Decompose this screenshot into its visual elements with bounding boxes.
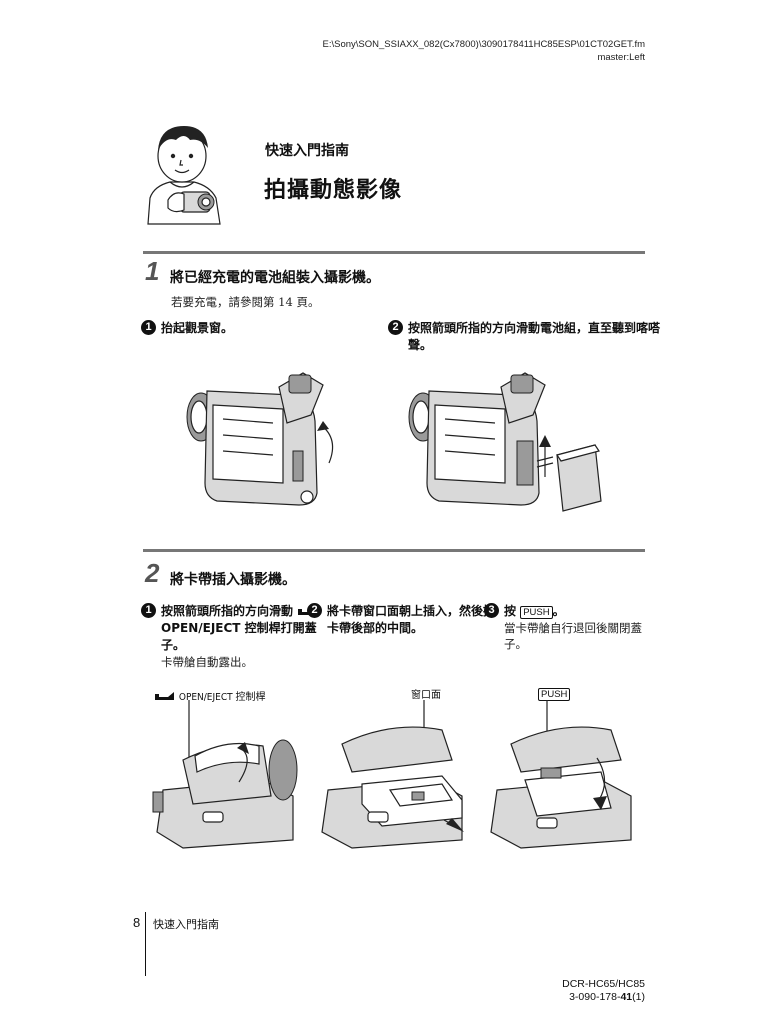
illustration-lift-viewfinder: [186, 372, 334, 506]
model-info: DCR-HC65/HC85 3-090-178-41(1): [562, 978, 645, 1004]
step-circle-number: 1: [141, 320, 156, 335]
instruction-2-1: 1 按照箭頭所指的方向滑動 OPEN/EJECT 控制桿打開蓋子。 卡帶艙自動露出…: [141, 603, 321, 670]
section-label: 快速入門指南: [265, 143, 349, 159]
push-label: PUSH: [538, 688, 571, 701]
step-title: 將卡帶插入攝影機。: [170, 572, 296, 588]
page-title: 拍攝動態影像: [264, 178, 403, 203]
section-divider: [143, 549, 645, 552]
step-circle-number: 2: [388, 320, 403, 335]
running-header: E:\Sony\SON_SSIAXX_082(Cx7800)\309017841…: [323, 38, 645, 64]
part-code-prefix: 3-090-178-: [569, 991, 621, 1003]
step-number: 1: [145, 256, 160, 286]
footer-section: 快速入門指南: [153, 918, 219, 931]
part-code: 3-090-178-41(1): [562, 991, 645, 1004]
push-button-symbol: PUSH: [520, 606, 553, 619]
illustration-insert-cassette: [321, 700, 464, 849]
mascot-illustration: [147, 126, 221, 225]
step-note: 若要充電，請參閱第 14 頁。: [171, 295, 320, 309]
instruction-text: 按: [504, 604, 517, 618]
instruction-text: 將卡帶窗口面朝上插入，然後推卡帶後部的中間。: [327, 604, 496, 635]
lever-label-text: OPEN/EJECT 控制桿: [178, 692, 266, 703]
push-button-symbol: PUSH: [538, 688, 571, 701]
instruction-text: OPEN/EJECT 控制桿打開蓋子。: [161, 621, 317, 652]
part-code-bold: 41: [620, 991, 633, 1003]
step-title: 將已經充電的電池組裝入攝影機。: [170, 270, 380, 286]
step-circle-number: 2: [307, 603, 322, 618]
step-number: 2: [145, 558, 160, 588]
model-name: DCR-HC65/HC85: [562, 978, 645, 990]
master-page: master:Left: [597, 52, 645, 63]
instruction-text: 抬起觀景窗。: [161, 321, 234, 335]
footer-divider: [145, 912, 146, 976]
part-code-suffix: (1): [632, 991, 645, 1003]
instruction-1-1: 1 抬起觀景窗。: [141, 320, 371, 337]
illustration-open-cassette-lid: [152, 700, 298, 849]
instruction-subtext: 卡帶艙自動露出。: [161, 655, 253, 669]
lever-icon: [155, 692, 174, 700]
instruction-text: 。: [552, 604, 565, 618]
instruction-2-2: 2 將卡帶窗口面朝上插入，然後推卡帶後部的中間。: [307, 603, 499, 637]
instruction-text: 按照箭頭所指的方向滑動: [161, 604, 294, 618]
instruction-subtext: 當卡帶艙自行退回後關閉蓋子。: [504, 621, 642, 651]
page-number: 8: [133, 915, 141, 930]
illustration-press-push: [490, 700, 632, 849]
section-divider: [143, 251, 645, 254]
instruction-text: 按照箭頭所指的方向滑動電池組，直至聽到喀嗒聲。: [408, 321, 661, 352]
step-circle-number: 1: [141, 603, 156, 618]
instruction-1-2: 2 按照箭頭所指的方向滑動電池組，直至聽到喀嗒聲。: [388, 320, 660, 354]
step-circle-number: 3: [484, 603, 499, 618]
file-path: E:\Sony\SON_SSIAXX_082(Cx7800)\309017841…: [322, 39, 645, 50]
lever-label: OPEN/EJECT 控制桿: [154, 688, 265, 703]
illustration-insert-battery: [408, 372, 602, 512]
window-side-label: 窗口面: [411, 690, 441, 701]
